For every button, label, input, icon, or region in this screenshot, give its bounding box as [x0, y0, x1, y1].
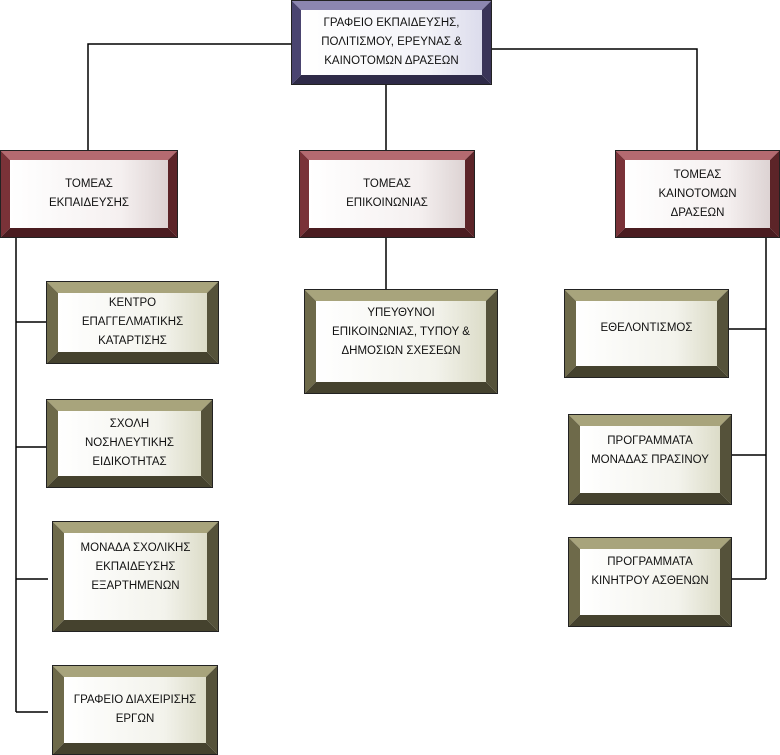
unit-frame: [46, 399, 213, 488]
sector-innovation-label: ΤΟΜΕΑΣ ΚΑΙΝΟΤΟΜΩΝ ΔΡΑΣΕΩΝ: [625, 160, 770, 228]
unit-patient-incentive-label: ΠΡΟΓΡΑΜΜΑΤΑ ΚΙΝΗΤΡΟΥ ΑΣΘΕΝΩΝ: [580, 549, 720, 615]
unit-nursing-school-label: ΣΧΟΛΗ ΝΟΣΗΛΕΥΤΙΚΗΣ ΕΙΔΙΚΟΤΗΤΑΣ: [58, 411, 201, 476]
unit-school-education-label: ΜΟΝΑΔΑ ΣΧΟΛΙΚΗΣ ΕΚΠΑΙΔΕΥΣΗΣ ΕΞΑΡΤΗΜΕΝΩΝ: [64, 533, 207, 620]
sector-education-box: ΤΟΜΕΑΣ ΕΚΠΑΙΔΕΥΣΗΣ: [0, 150, 178, 238]
sector-communication-box: ΤΟΜΕΑΣ ΕΠΙΚΟΙΝΩΝΙΑΣ: [299, 150, 475, 238]
unit-press-relations-label: ΥΠΕΥΘΥΝΟΙ ΕΠΙΚΟΙΝΩΝΙΑΣ, ΤΥΠΟΥ & ΔΗΜΟΣΙΩΝ…: [316, 301, 486, 382]
sector-innovation-frame: [615, 150, 780, 238]
unit-vocational-training-label: ΚΕΝΤΡΟ ΕΠΑΓΓΕΛΜΑΤΙΚΗΣ ΚΑΤΑΡΤΙΣΗΣ: [58, 293, 207, 352]
unit-vocational-training-box: ΚΕΝΤΡΟ ΕΠΑΓΓΕΛΜΑΤΙΚΗΣ ΚΑΤΑΡΤΙΣΗΣ: [46, 281, 219, 364]
unit-school-education-box: ΜΟΝΑΔΑ ΣΧΟΛΙΚΗΣ ΕΚΠΑΙΔΕΥΣΗΣ ΕΞΑΡΤΗΜΕΝΩΝ: [52, 521, 219, 632]
unit-green-programs-box: ΠΡΟΓΡΑΜΜΑΤΑ ΜΟΝΑΔΑΣ ΠΡΑΣΙΝΟΥ: [568, 414, 732, 505]
sector-communication-frame: [299, 150, 475, 238]
unit-frame: [564, 289, 729, 378]
unit-volunteering-box: ΕΘΕΛΟΝΤΙΣΜΟΣ: [564, 289, 729, 378]
top-office-box: ΓΡΑΦΕΙΟ ΕΚΠΑΙΔΕΥΣΗΣ, ΠΟΛΙΤΙΣΜΟΥ, ΕΡΕΥΝΑΣ…: [291, 0, 492, 85]
unit-frame: [568, 537, 732, 627]
unit-frame: [568, 414, 732, 505]
unit-project-management-box: ΓΡΑΦΕΙΟ ΔΙΑΧΕΙΡΙΣΗΣ ΕΡΓΩΝ: [52, 665, 218, 755]
unit-volunteering-label: ΕΘΕΛΟΝΤΙΣΜΟΣ: [576, 301, 717, 366]
unit-frame: [52, 521, 219, 632]
unit-press-relations-box: ΥΠΕΥΘΥΝΟΙ ΕΠΙΚΟΙΝΩΝΙΑΣ, ΤΥΠΟΥ & ΔΗΜΟΣΙΩΝ…: [304, 289, 498, 394]
unit-frame: [46, 281, 219, 364]
sector-communication-label: ΤΟΜΕΑΣ ΕΠΙΚΟΙΝΩΝΙΑΣ: [309, 160, 465, 228]
top-office-label: ΓΡΑΦΕΙΟ ΕΚΠΑΙΔΕΥΣΗΣ, ΠΟΛΙΤΙΣΜΟΥ, ΕΡΕΥΝΑΣ…: [301, 10, 482, 75]
sector-education-label: ΤΟΜΕΑΣ ΕΚΠΑΙΔΕΥΣΗΣ: [10, 160, 168, 228]
sector-innovation-box: ΤΟΜΕΑΣ ΚΑΙΝΟΤΟΜΩΝ ΔΡΑΣΕΩΝ: [615, 150, 780, 238]
unit-green-programs-label: ΠΡΟΓΡΑΜΜΑΤΑ ΜΟΝΑΔΑΣ ΠΡΑΣΙΝΟΥ: [580, 426, 720, 493]
connector-top-to-innovation: [490, 48, 698, 152]
unit-frame: [304, 289, 498, 394]
unit-nursing-school-box: ΣΧΟΛΗ ΝΟΣΗΛΕΥΤΙΚΗΣ ΕΙΔΙΚΟΤΗΤΑΣ: [46, 399, 213, 488]
sector-education-frame: [0, 150, 178, 238]
unit-project-management-label: ΓΡΑΦΕΙΟ ΔΙΑΧΕΙΡΙΣΗΣ ΕΡΓΩΝ: [64, 677, 206, 743]
connector-top-to-education: [87, 43, 293, 152]
unit-patient-incentive-box: ΠΡΟΓΡΑΜΜΑΤΑ ΚΙΝΗΤΡΟΥ ΑΣΘΕΝΩΝ: [568, 537, 732, 627]
top-office-frame: [291, 0, 492, 85]
